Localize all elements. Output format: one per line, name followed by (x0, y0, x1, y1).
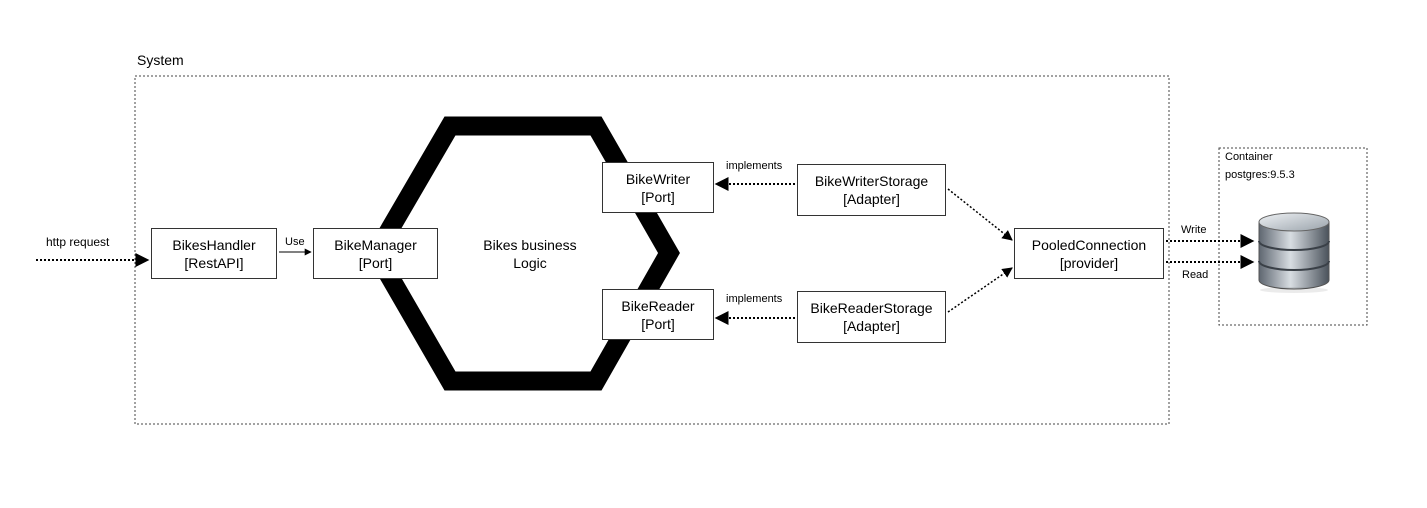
pooled-connection-type: [provider] (1059, 254, 1119, 271)
bike-writer-storage-box[interactable]: BikeWriterStorage [Adapter] (797, 164, 946, 216)
use-label: Use (285, 236, 305, 248)
bike-writer-type: [Port] (641, 188, 675, 205)
pooled-connection-box[interactable]: PooledConnection [provider] (1014, 228, 1164, 279)
database-icon (1258, 212, 1330, 293)
bike-writer-storage-name: BikeWriterStorage (814, 173, 929, 189)
pooled-connection-name: PooledConnection (1031, 236, 1147, 253)
bike-writer-storage-type: [Adapter] (843, 191, 900, 207)
read-label: Read (1182, 269, 1209, 281)
bike-manager-box[interactable]: BikeManager [Port] (313, 228, 438, 279)
business-logic-line2: Logic (513, 255, 547, 271)
bike-writer-name: BikeWriter (625, 170, 691, 187)
bike-manager-type: [Port] (358, 254, 393, 271)
http-request-label: http request (46, 235, 110, 249)
bikes-handler-name: BikesHandler (172, 236, 256, 253)
writer-implements-label: implements (726, 160, 783, 172)
system-label: System (137, 52, 184, 68)
write-label: Write (1181, 224, 1207, 236)
reader-storage-to-pool-arrow (947, 267, 1013, 313)
bike-reader-storage-box[interactable]: BikeReaderStorage [Adapter] (797, 291, 946, 343)
reader-implements-label: implements (726, 293, 783, 305)
bike-reader-storage-type: [Adapter] (843, 318, 900, 334)
bike-reader-box[interactable]: BikeReader [Port] (602, 289, 714, 340)
bikes-handler-box[interactable]: BikesHandler [RestAPI] (151, 228, 277, 279)
writer-storage-to-pool-arrow (947, 188, 1013, 241)
bike-reader-storage-name: BikeReaderStorage (810, 300, 933, 316)
container-title: Container (1225, 151, 1273, 163)
container-boundary (1218, 147, 1368, 326)
bike-reader-name: BikeReader (621, 297, 695, 314)
system-boundary (134, 75, 1170, 425)
bike-manager-name: BikeManager (334, 236, 417, 253)
business-logic-label: Bikes business Logic (470, 236, 590, 272)
business-logic-line1: Bikes business (483, 237, 577, 253)
bike-writer-box[interactable]: BikeWriter [Port] (602, 162, 714, 213)
bike-reader-type: [Port] (641, 315, 675, 332)
bikes-handler-type: [RestAPI] (184, 254, 244, 271)
container-image: postgres:9.5.3 (1225, 169, 1295, 181)
